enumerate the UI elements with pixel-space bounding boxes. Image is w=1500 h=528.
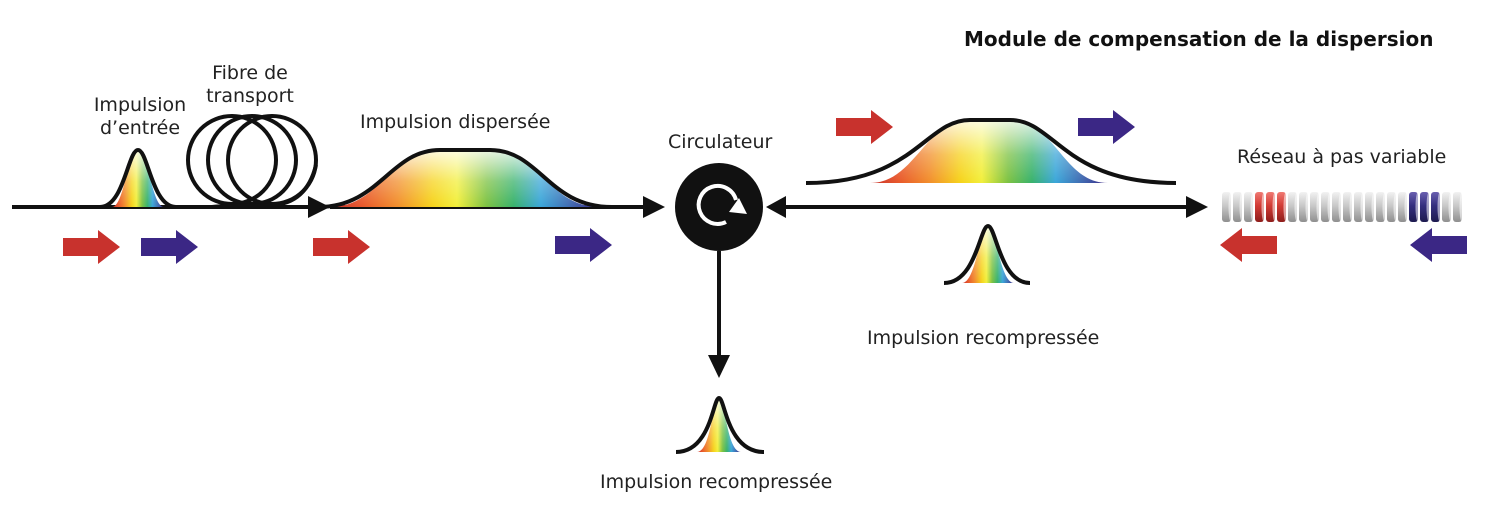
grating-segment — [1277, 192, 1286, 222]
purple-arrow-icon — [141, 230, 198, 264]
grating-segment — [1354, 192, 1363, 222]
grating-segment — [1244, 192, 1253, 222]
output-down-arrow — [708, 251, 730, 378]
grating-segment — [1321, 192, 1330, 222]
grating-segment — [1453, 192, 1462, 222]
grating-segment — [1420, 192, 1429, 222]
purple-arrow-icon — [555, 228, 612, 262]
grating-segment — [1409, 192, 1418, 222]
red-arrow-icon — [313, 230, 370, 264]
grating-segment — [1266, 192, 1275, 222]
grating-segment — [1332, 192, 1341, 222]
grating-segment-edge — [1459, 192, 1465, 222]
chirped-grating-icon — [1222, 192, 1465, 222]
input-pulse-label-line2: d’entrée — [99, 117, 181, 139]
recompressed-right-label: Impulsion recompressée — [867, 327, 1100, 349]
grating-segment — [1343, 192, 1352, 222]
grating-segment-edge — [1305, 192, 1311, 222]
fiber-label-line1: Fibre de — [212, 62, 288, 84]
purple-arrow-icon — [1410, 228, 1467, 262]
grating-segment-edge — [1404, 192, 1410, 222]
grating-segment-edge — [1437, 192, 1443, 222]
purple-arrow-icon — [1078, 110, 1135, 144]
grating-segment-edge — [1415, 192, 1421, 222]
module-title: Module de compensation de la dispersion — [964, 27, 1434, 51]
red-arrow-icon — [63, 230, 120, 264]
recompressed-pulse-bottom — [675, 395, 765, 454]
grating-segment-edge — [1349, 192, 1355, 222]
grating-segment-edge — [1327, 192, 1333, 222]
grating-segment — [1233, 192, 1242, 222]
fiber-label-line2: transport — [206, 85, 294, 107]
grating-segment-edge — [1426, 192, 1432, 222]
grating-segment — [1387, 192, 1396, 222]
grating-segment — [1376, 192, 1385, 222]
recompressed-bottom-label: Impulsion recompressée — [600, 471, 833, 493]
input-pulse — [99, 147, 177, 209]
fiber-label: Fibre de transport — [190, 62, 310, 108]
grating-segment — [1442, 192, 1451, 222]
grating-segment-edge — [1448, 192, 1454, 222]
grating-segment-edge — [1316, 192, 1322, 222]
grating-segment — [1365, 192, 1374, 222]
grating-segment-edge — [1239, 192, 1245, 222]
input-pulse-label-line1: Impulsion — [93, 94, 187, 116]
grating-segment — [1255, 192, 1264, 222]
grating-segment-edge — [1250, 192, 1256, 222]
circulator-grating-link — [766, 196, 1208, 218]
dispersed-pulse-label: Impulsion dispersée — [360, 111, 551, 133]
dispersed-pulse — [317, 148, 613, 209]
grating-segment — [1310, 192, 1319, 222]
grating-segment — [1222, 192, 1231, 222]
grating-segment — [1288, 192, 1297, 222]
grating-segment — [1431, 192, 1440, 222]
grating-segment-edge — [1272, 192, 1278, 222]
coil-fiber-icon — [186, 114, 318, 209]
grating-segment-edge — [1294, 192, 1300, 222]
grating-segment-edge — [1382, 192, 1388, 222]
input-pulse-label: Impulsion d’entrée — [80, 94, 200, 140]
circulator-icon — [675, 163, 763, 251]
red-arrow-icon — [836, 110, 893, 144]
grating-segment-edge — [1371, 192, 1377, 222]
grating-segment-edge — [1393, 192, 1399, 222]
grating-segment-edge — [1283, 192, 1289, 222]
grating-segment-edge — [1338, 192, 1344, 222]
grating-segment-edge — [1228, 192, 1234, 222]
grating-label: Réseau à pas variable — [1237, 146, 1447, 168]
grating-segment-edge — [1261, 192, 1267, 222]
grating-segment — [1299, 192, 1308, 222]
reflected-dispersed-pulse — [805, 118, 1177, 185]
recompressed-pulse-right — [943, 223, 1031, 285]
circulator-label: Circulateur — [668, 131, 773, 153]
grating-segment-edge — [1360, 192, 1366, 222]
grating-segment — [1398, 192, 1407, 222]
red-arrow-icon — [1220, 228, 1277, 262]
